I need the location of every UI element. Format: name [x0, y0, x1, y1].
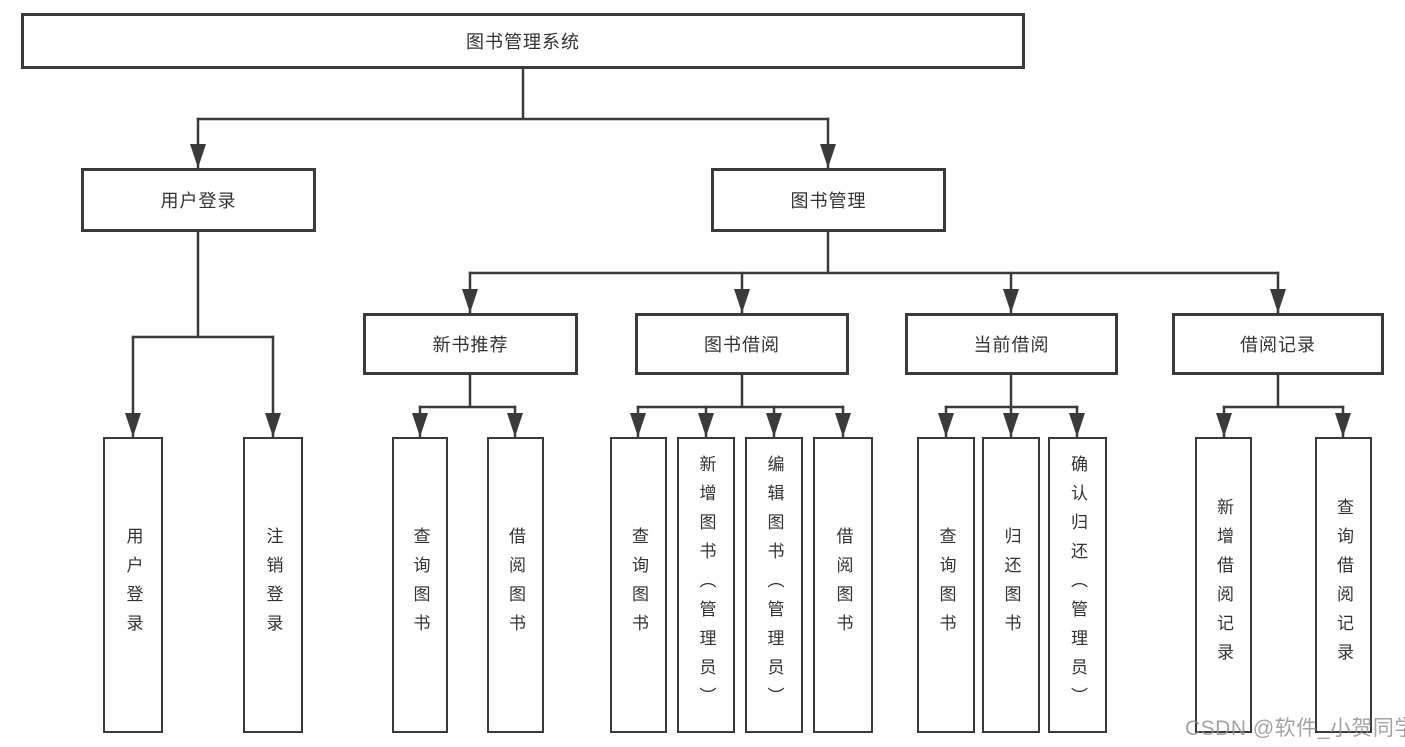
node-label: 归还图书	[1001, 527, 1021, 643]
leaf-logout: 注销登录	[243, 437, 303, 733]
node-label: 注销登录	[263, 527, 283, 643]
leaf-user-login: 用户登录	[103, 437, 163, 733]
node-book-borrowing: 图书借阅	[635, 313, 849, 375]
leaf-recommend-borrow-books: 借阅图书	[487, 437, 544, 733]
node-label: 查询图书	[629, 527, 648, 643]
node-label: 图书管理	[790, 191, 867, 211]
leaf-records-search-borrow-record: 查询借阅记录	[1315, 437, 1372, 733]
leaf-records-add-borrow-record: 新增借阅记录	[1195, 437, 1252, 733]
node-label: 图书管理系统	[466, 32, 580, 52]
node-label: 用户登录	[160, 191, 237, 211]
node-new-book-recommendation: 新书推荐	[363, 313, 578, 375]
node-current-borrowing: 当前借阅	[905, 313, 1118, 375]
node-label: 编辑图书（管理员）	[764, 454, 784, 716]
leaf-current-confirm-return-admin: 确认归还（管理员）	[1048, 437, 1107, 733]
csdn-watermark: CSDN @软件_小贺同学	[1185, 717, 1405, 740]
leaf-borrowing-borrow-books: 借阅图书	[813, 437, 873, 733]
leaf-recommend-search-books: 查询图书	[392, 437, 448, 733]
node-label: 查询图书	[410, 527, 430, 643]
node-label: 新增借阅记录	[1214, 498, 1233, 672]
node-label: 图书借阅	[704, 335, 780, 355]
node-book-management: 图书管理	[711, 168, 946, 232]
leaf-borrowing-add-books-admin: 新增图书（管理员）	[677, 437, 735, 733]
node-label: 确认归还（管理员）	[1068, 454, 1087, 716]
node-label: 查询借阅记录	[1334, 498, 1353, 672]
node-label: 用户登录	[123, 527, 143, 643]
node-user-login: 用户登录	[81, 168, 316, 232]
node-borrowing-records: 借阅记录	[1172, 313, 1384, 375]
leaf-current-return-books: 归还图书	[982, 437, 1040, 733]
leaf-borrowing-edit-books-admin: 编辑图书（管理员）	[745, 437, 803, 733]
node-library-management-system: 图书管理系统	[21, 13, 1025, 69]
leaf-borrowing-search-books: 查询图书	[610, 437, 667, 733]
node-label: 新增图书（管理员）	[696, 454, 716, 716]
node-label: 借阅记录	[1240, 335, 1316, 355]
node-label: 查询图书	[936, 527, 956, 643]
node-label: 借阅图书	[506, 527, 525, 643]
node-label: 新书推荐	[432, 335, 509, 355]
node-label: 借阅图书	[833, 527, 853, 643]
leaf-current-search-books: 查询图书	[917, 437, 975, 733]
node-label: 当前借阅	[973, 335, 1050, 355]
